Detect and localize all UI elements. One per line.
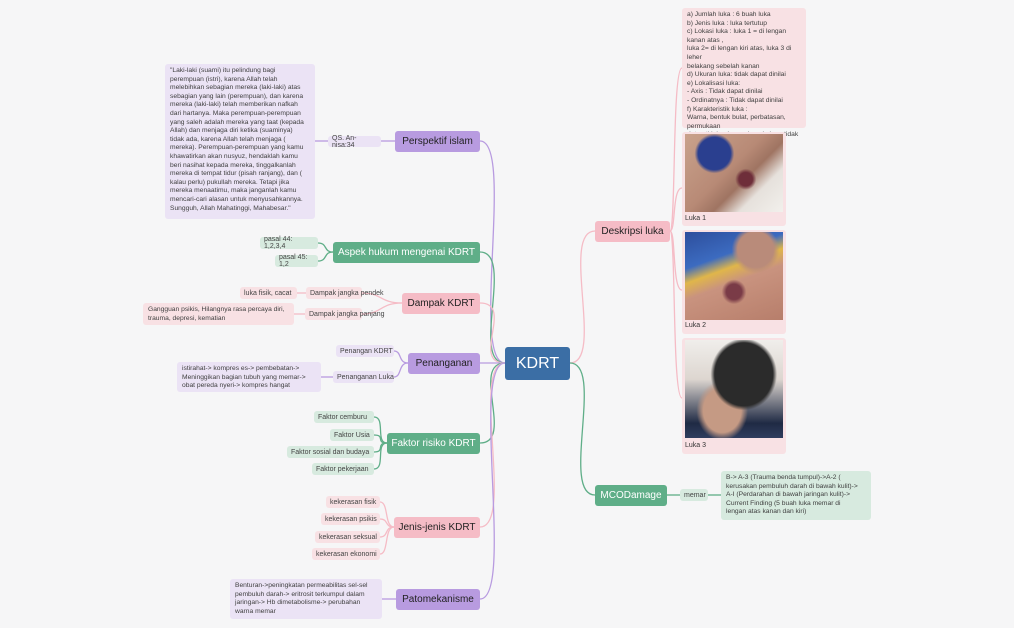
faktor-item-3[interactable]: Faktor sosial dan budaya	[287, 446, 374, 458]
perspektif-quote[interactable]: "Laki-laki (suami) itu pelindung bagi pe…	[165, 64, 315, 219]
photo-caption-3: Luka 3	[685, 442, 707, 449]
dampak-pendek[interactable]: Dampak jangka pendek	[306, 287, 384, 299]
dampak-topic[interactable]: Dampak KDRT	[402, 293, 480, 314]
dampak-panjang-detail[interactable]: Gangguan psikis, Hilangnya rasa percaya …	[143, 303, 294, 325]
root-topic[interactable]: KDRT	[505, 347, 570, 380]
jenis-item-3[interactable]: kekerasan seksual	[315, 531, 380, 543]
mco-detail[interactable]: B-> A-3 (Trauma benda tumpul)->A-2 ( ker…	[721, 471, 871, 520]
wound-photo-2	[685, 232, 783, 320]
penanganan-luka-detail[interactable]: istirahat-> kompres es-> pembebatan-> Me…	[177, 362, 321, 392]
photo-caption-2: Luka 2	[685, 322, 707, 329]
jenis-item-4[interactable]: kekerasan ekonomi	[312, 548, 380, 560]
dampak-pendek-detail[interactable]: luka fisik, cacat	[240, 287, 297, 299]
faktor-item-2[interactable]: Faktor Usia	[330, 429, 374, 441]
penanganan-luka[interactable]: Penanganan Luka	[333, 371, 394, 383]
pato-topic[interactable]: Patomekanisme	[396, 589, 480, 610]
jenis-item-2[interactable]: kekerasan psikis	[321, 513, 380, 525]
pato-detail[interactable]: Benturan->peningkatan permeabilitas sel-…	[230, 579, 382, 619]
penanganan-kdrt[interactable]: Penangan KDRT	[336, 345, 394, 357]
wound-photo-3	[685, 340, 783, 438]
deskripsi-detail[interactable]: a) Jumlah luka : 6 buah luka b) Jenis lu…	[682, 8, 806, 156]
jenis-item-1[interactable]: kekerasan fisik	[326, 496, 380, 508]
aspek-item-1[interactable]: pasal 44: 1,2,3,4	[260, 236, 318, 250]
aspek-item-2[interactable]: pasal 45: 1,2	[275, 254, 318, 268]
faktor-topic[interactable]: Faktor risiko KDRT	[387, 433, 480, 454]
mco-label[interactable]: memar	[680, 489, 708, 501]
photo-caption-1: Luka 1	[685, 215, 707, 222]
wound-photo-1	[685, 134, 783, 212]
mco-topic[interactable]: MCODamage	[595, 485, 667, 506]
aspek-topic[interactable]: Aspek hukum mengenai KDRT	[333, 242, 480, 263]
photo-card-1[interactable]: Luka 1	[682, 132, 786, 226]
perspektif-ref[interactable]: QS. An-nisa:34	[328, 135, 381, 149]
photo-card-2[interactable]: Luka 2	[682, 230, 786, 334]
deskripsi-topic[interactable]: Deskripsi luka	[595, 221, 670, 242]
penanganan-topic[interactable]: Penanganan	[408, 353, 480, 374]
perspektif-topic[interactable]: Perspektif islam	[395, 131, 480, 152]
photo-card-3[interactable]: Luka 3	[682, 338, 786, 454]
faktor-item-4[interactable]: Faktor pekerjaan	[312, 463, 374, 475]
faktor-item-1[interactable]: Faktor cemburu	[314, 411, 374, 423]
jenis-topic[interactable]: Jenis-jenis KDRT	[394, 517, 480, 538]
dampak-panjang[interactable]: Dampak jangka panjang	[305, 308, 385, 320]
